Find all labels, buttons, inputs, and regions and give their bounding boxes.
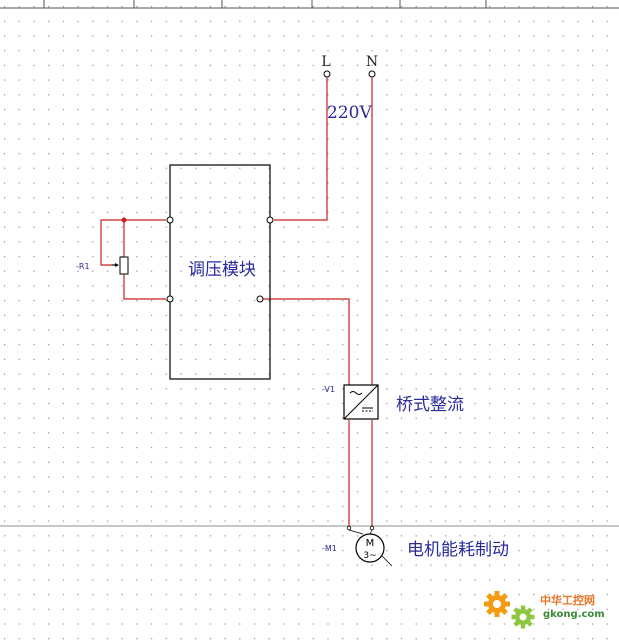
- bridge-rectifier-label: 桥式整流: [396, 395, 464, 415]
- terminal-l-node: [323, 70, 331, 78]
- voltage-module: 调压模块: [166, 164, 274, 380]
- orange-gear-icon: [484, 591, 510, 617]
- terminal-label-l: L: [321, 54, 330, 70]
- wire-pot-wiper: [100, 219, 124, 266]
- bridge-rectifier-v1: -V1 桥式整流: [322, 384, 464, 420]
- terminal-n-node: [368, 70, 376, 78]
- motor-m1: M 3~ -M1 电机能耗制动: [322, 525, 509, 567]
- bridge-rectifier-tag: -V1: [322, 385, 335, 394]
- motor-tag: -M1: [322, 544, 337, 553]
- wire-module-to-bridge: [263, 298, 350, 385]
- wire-pot-bottom: [123, 274, 166, 300]
- voltage-module-label: 调压模块: [188, 260, 256, 280]
- terminal-label-n: N: [366, 54, 378, 70]
- motor-symbol-m: M: [366, 538, 375, 549]
- potentiometer-tag: -R1: [76, 262, 90, 271]
- motor-symbol-3phase: 3~: [363, 551, 376, 561]
- supply-voltage-label: 220V: [327, 103, 372, 123]
- green-gear-icon: [511, 605, 535, 629]
- potentiometer-r1: -R1: [76, 256, 129, 275]
- watermark-site-url: gkong.com: [543, 609, 605, 620]
- sheet-frame-top: [0, 0, 619, 9]
- watermark-logo: 中华工控网 gkong.com: [484, 591, 605, 629]
- motor-label: 电机能耗制动: [407, 540, 509, 560]
- junction-dot: [121, 217, 127, 223]
- watermark-site-cn: 中华工控网: [540, 593, 595, 607]
- wire-l-to-module: [274, 77, 328, 221]
